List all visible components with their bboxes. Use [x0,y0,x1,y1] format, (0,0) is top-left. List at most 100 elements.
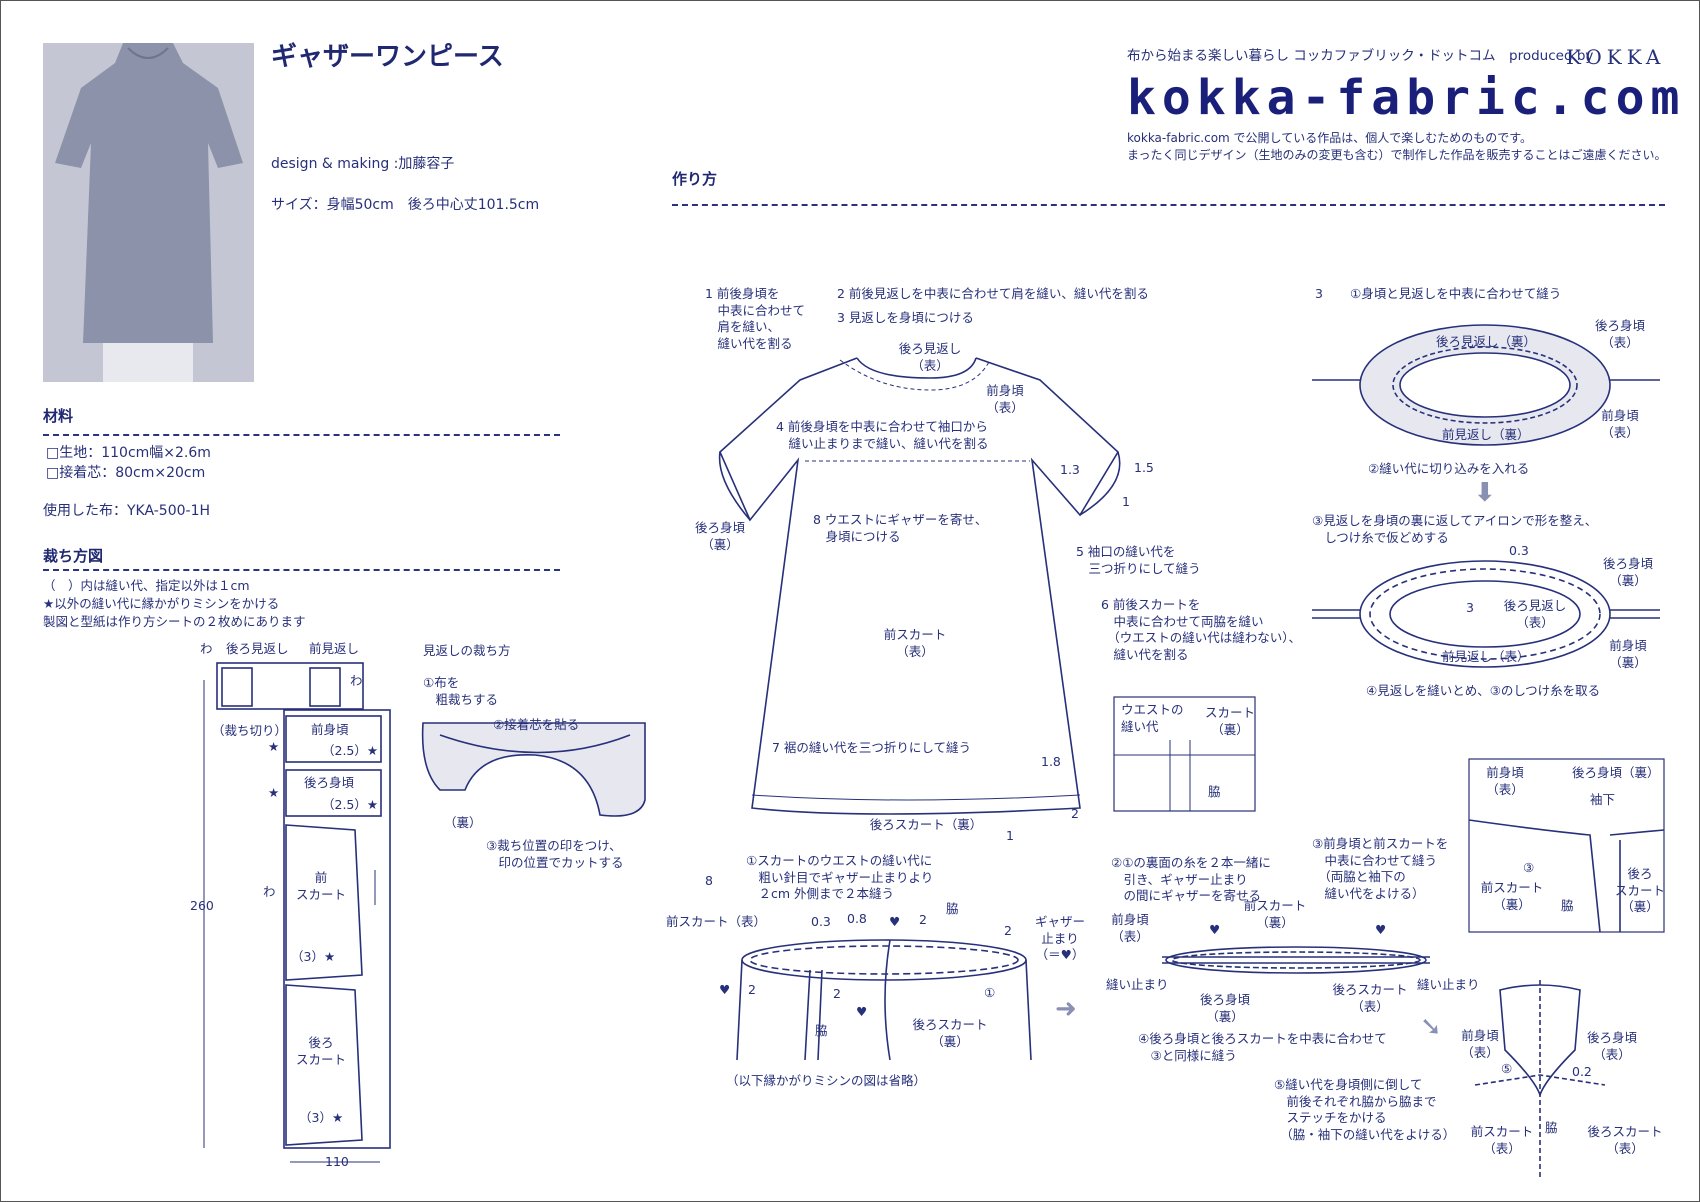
back-skirt-label: 後ろ スカート （裏） [1614,866,1666,914]
measure-0-2: 0.2 [1572,1064,1592,1079]
front-skirt-label: 前 スカート [295,870,347,902]
step-3-label: 3 見返しを身頃につける [837,310,974,325]
front-skirt-label: 前スカート（表） [666,914,767,929]
seam-allowance-label: （2.5）★ [322,743,379,758]
tagline: 布から始まる楽しい暮らし コッカファブリック・ドットコム produced by [1127,48,1594,64]
front-bodice-label: 前身頃 [311,722,349,737]
fold-label: わ [263,884,276,899]
seam-allowance-label: （3）★ [291,949,336,964]
measure-3: 3 [1466,600,1474,615]
measure-2: 2 [1004,923,1012,938]
length-dimension: 260 [190,898,214,913]
seam-allowance-label: （2.5）★ [322,797,379,812]
back-skirt-label: 後ろ スカート [295,1035,347,1067]
heart-mark: ♥ [856,1004,868,1019]
step-3c-label: ③見返しを身頃の裏に返してアイロンで形を整え、 しつけ糸で仮どめする [1312,513,1598,545]
dress-diagram [718,357,1256,815]
circle-5-mark: ⑤ [1501,1061,1513,1076]
materials-heading: 材料 [43,407,74,425]
back-bodice-label: 後ろ身頃 （裏） [1602,556,1654,588]
wrong-side-label: （裏） [444,815,482,830]
step-8-number: 8 [705,873,713,888]
front-bodice-label: 前身頃 （表） [1461,1028,1499,1060]
designer-credit: design & making :加藤容子 [271,156,455,172]
cutting-heading: 裁ち方図 [43,547,104,565]
front-skirt-label: 前スカート （裏） [1243,898,1307,930]
divider [43,434,560,436]
neckline-step-diagram [1312,324,1660,668]
step-8e-label: ⑤縫い代を身頃側に倒して 前後それぞれ脇から脇まで ステッチをかける （脇・袖下… [1274,1077,1456,1142]
cutting-note: 製図と型紙は作り方シートの２枚めにあります [43,614,306,629]
step-2-label: 2 前後見返しを中表に合わせて肩を縫い、縫い代を割る [837,286,1149,301]
front-bodice-label: 前身頃 （表） [1111,912,1149,944]
seam-stop-label: 縫い止まり [1106,977,1169,992]
measure-1-5: 1.5 [1134,460,1154,475]
front-bodice-label: 前身頃 （表） [986,383,1024,415]
circle-1-mark: ① [984,985,996,1000]
dress-photo-illustration [43,43,254,382]
measure-0-8: 0.8 [847,911,867,926]
front-bodice-label: 前身頃 （裏） [1609,638,1647,670]
facing-step-3: ③裁ち位置の印をつけ、 印の位置でカットする [486,838,624,870]
back-bodice-label: 後ろ身頃 （裏） [694,520,746,552]
facing-cutting-diagram [421,722,646,817]
measure-2: 2 [748,982,756,997]
gathering-step-diagram [736,758,1665,1180]
side-seam-label: 脇 [1561,898,1574,913]
divider [672,204,1665,206]
front-bodice-label: 前身頃 （表） [1486,765,1524,797]
front-skirt-label: 前スカート （表） [883,627,947,659]
side-seam-label: 脇 [946,901,959,916]
seam-stop-label: 縫い止まり [1417,977,1480,992]
omitted-note: （以下縁かがりミシンの図は省略） [726,1073,927,1088]
step-3-number: 3 [1315,286,1323,301]
back-facing-label: 後ろ見返し （表） [1503,598,1567,630]
heart-mark: ♥ [719,982,731,997]
page-title: ギャザーワンピース [271,42,504,72]
facing-step-2: ②接着芯を貼る [493,717,580,732]
step-4-label: 4 前後身頃を中表に合わせて袖口から 縫い止まりまで縫い、縫い代を割る [776,419,989,451]
arrow-down-icon: ⬇ [1474,478,1496,508]
step-1-label: 1 前後身頃を 中表に合わせて 肩を縫い、 縫い代を割る [705,286,806,351]
front-skirt-label: 前スカート （裏） [1480,880,1544,912]
notice-line-1: kokka-fabric.com で公開している作品は、個人で楽しむためのもので… [1127,131,1532,145]
step-8d-label: ④後ろ身頃と後ろスカートを中表に合わせて ③と同様に縫う [1138,1031,1387,1063]
howto-heading: 作り方 [672,170,718,188]
front-facing-label: 前見返し [309,641,360,656]
back-facing-label: 後ろ見返し （表） [898,341,962,373]
front-skirt-label: 前スカート （表） [1470,1124,1534,1156]
cutting-note: ★以外の縫い代に縁かがりミシンをかける [43,596,280,611]
facing-cutting-title: 見返しの裁ち方 [423,643,511,658]
back-skirt-label: 後ろスカート（裏） [869,817,983,832]
measure-0-3: 0.3 [811,914,831,929]
step-3d-label: ④見返しを縫いとめ、③のしつけ糸を取る [1366,683,1601,698]
back-skirt-label: 後ろスカート （裏） [912,1017,988,1049]
measure-2: 2 [833,986,841,1001]
brand-name: KOKKA [1566,45,1666,69]
fabric-used: 使用した布：YKA-500-1H [43,503,211,519]
fold-label: わ [350,673,363,688]
heart-mark: ♥ [1375,922,1387,937]
measure-0-3: 0.3 [1509,543,1529,558]
size-info: サイズ：身幅50cm 後ろ中心丈101.5cm [271,197,540,213]
material-fabric: □生地：110cm幅×2.6m [46,445,211,461]
width-dimension: 110 [325,1154,349,1169]
measure-1-3: 1.3 [1060,462,1080,477]
step-3b-label: ②縫い代に切り込みを入れる [1368,461,1530,476]
divider [43,569,560,571]
step-8a-label: ①スカートのウエストの縫い代に 粗い針目でギャザー止まりより ２cm 外側まで２… [746,853,934,901]
back-skirt-label: 後ろスカート （表） [1332,982,1408,1014]
heart-mark: ♥ [1209,922,1221,937]
inset-skirt-label: スカート （裏） [1204,705,1256,737]
cutting-note: （ ）内は縫い代、指定以外は１cm [43,578,250,593]
site-logo[interactable]: kokka-fabric.com [1127,70,1686,126]
measure-1-8: 1.8 [1041,754,1061,769]
back-bodice-label: 後ろ身頃 [304,775,355,790]
back-bodice-label: 後ろ身頃 （表） [1594,318,1646,350]
front-bodice-label: 前身頃 （表） [1601,408,1639,440]
fold-label: わ [200,641,213,656]
step-6-label: 6 前後スカートを 中表に合わせて両脇を縫い （ウエストの縫い代は縫わない）、 … [1101,597,1302,662]
arrow-down-right-icon: ➘ [1420,1012,1442,1042]
step-5-label: 5 袖口の縫い代を 三つ折りにして縫う [1076,544,1201,576]
